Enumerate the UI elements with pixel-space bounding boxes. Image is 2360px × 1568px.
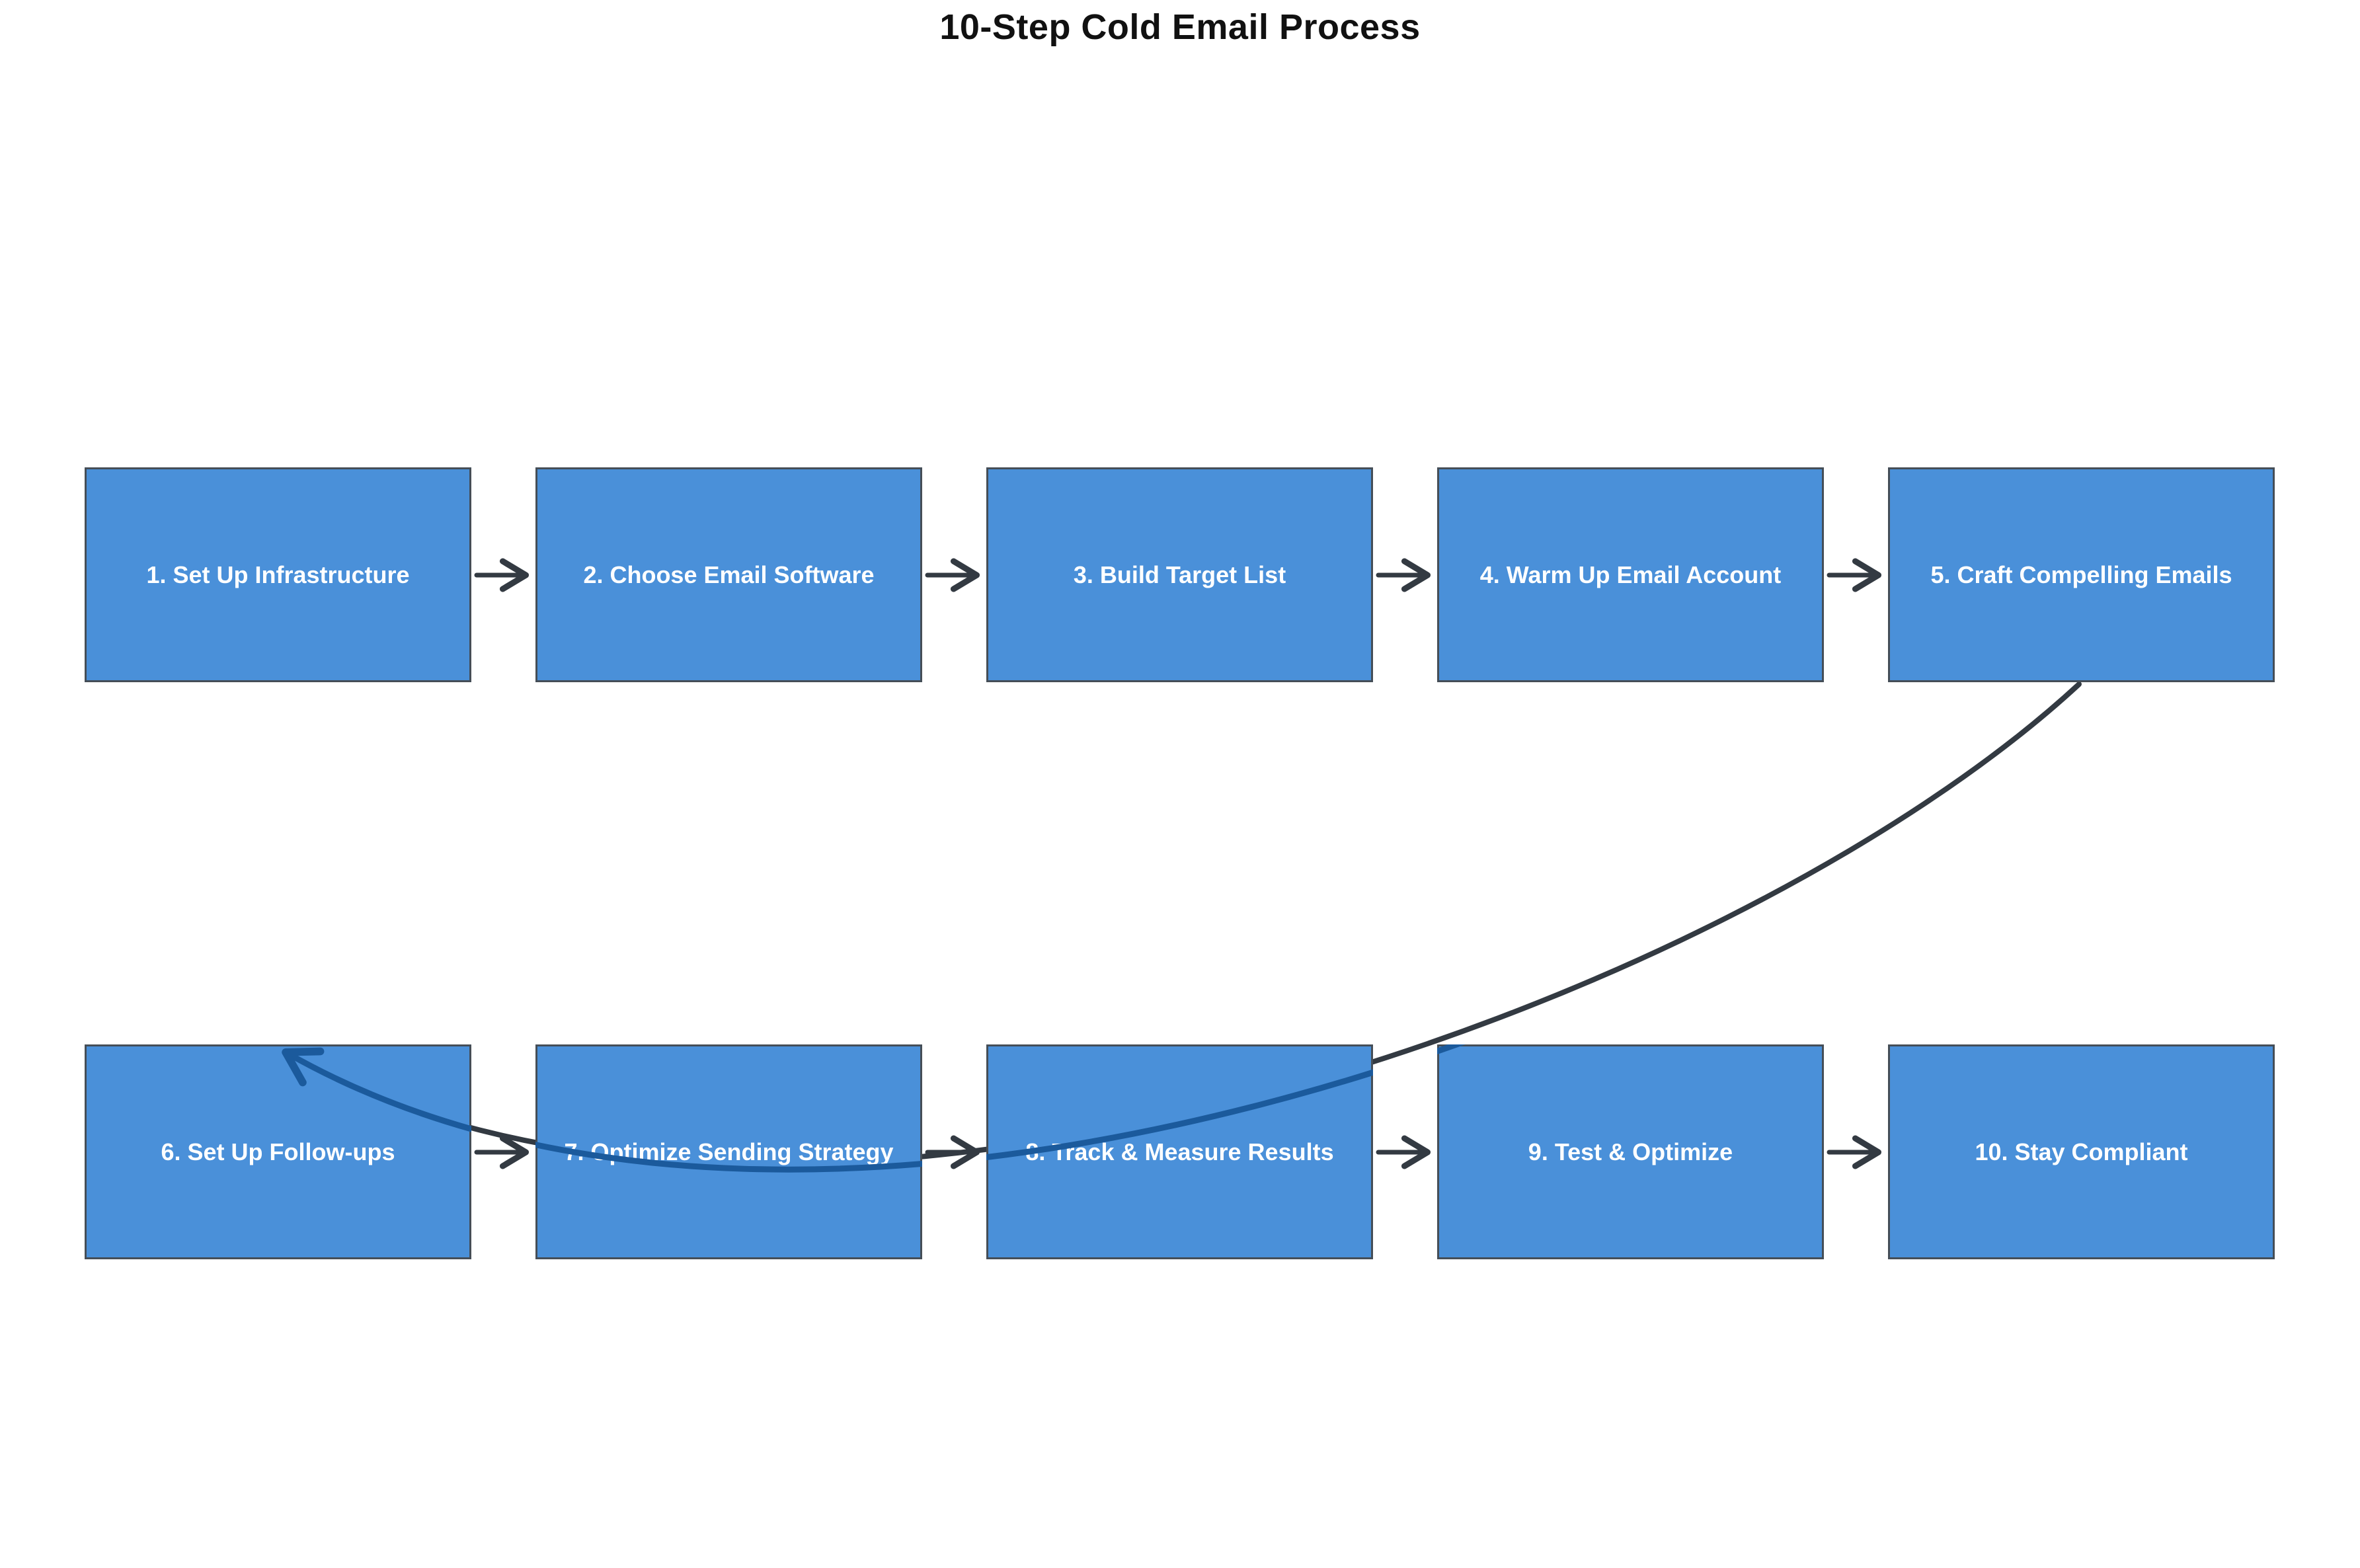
node-step-1-label: 1. Set Up Infrastructure bbox=[146, 561, 410, 588]
node-step-7-label: 7. Optimize Sending Strategy bbox=[564, 1138, 894, 1165]
page-title: 10-Step Cold Email Process bbox=[939, 7, 1421, 47]
node-step-3-label: 3. Build Target List bbox=[1073, 561, 1286, 588]
node-step-10: 10. Stay Compliant bbox=[1888, 1044, 2275, 1259]
node-step-3: 3. Build Target List bbox=[986, 467, 1373, 682]
node-step-5: 5. Craft Compelling Emails bbox=[1888, 467, 2275, 682]
node-step-7: 7. Optimize Sending Strategy bbox=[535, 1044, 922, 1259]
node-step-1: 1. Set Up Infrastructure bbox=[85, 467, 471, 682]
node-step-2-label: 2. Choose Email Software bbox=[583, 561, 875, 588]
node-step-8-label: 8. Track & Measure Results bbox=[1025, 1138, 1334, 1165]
node-step-9: 9. Test & Optimize bbox=[1437, 1044, 1824, 1259]
node-step-2: 2. Choose Email Software bbox=[535, 467, 922, 682]
node-step-6: 6. Set Up Follow-ups bbox=[85, 1044, 471, 1259]
node-step-4: 4. Warm Up Email Account bbox=[1437, 467, 1824, 682]
node-step-5-label: 5. Craft Compelling Emails bbox=[1930, 561, 2232, 588]
node-step-9-label: 9. Test & Optimize bbox=[1528, 1138, 1733, 1165]
node-step-6-label: 6. Set Up Follow-ups bbox=[161, 1138, 395, 1165]
node-step-8: 8. Track & Measure Results bbox=[986, 1044, 1373, 1259]
node-step-4-label: 4. Warm Up Email Account bbox=[1479, 561, 1782, 588]
node-step-10-label: 10. Stay Compliant bbox=[1975, 1138, 2188, 1165]
